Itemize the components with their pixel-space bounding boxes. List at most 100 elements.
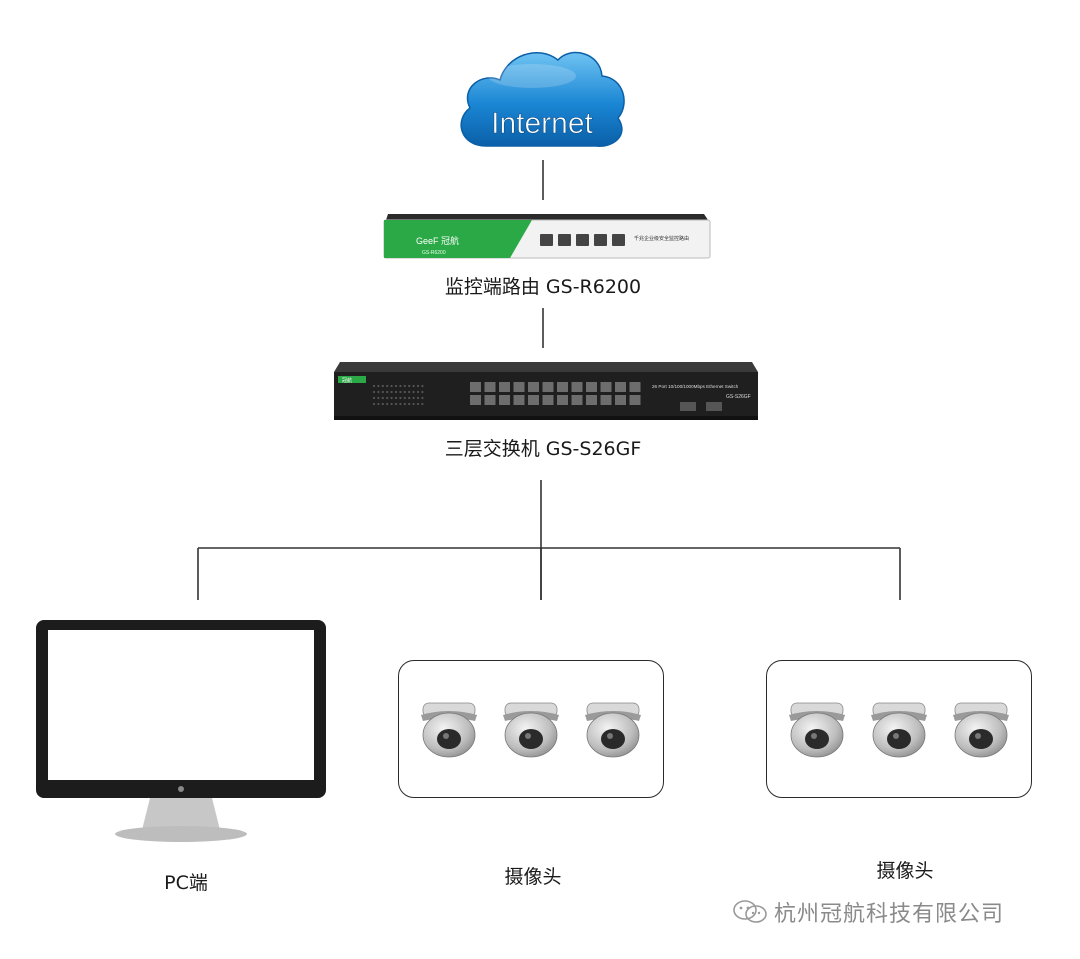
switch-led bbox=[394, 396, 398, 400]
camera-group-1-label: 摄像头 bbox=[504, 866, 562, 888]
switch-led bbox=[412, 384, 415, 388]
switch-led bbox=[390, 396, 393, 400]
switch-port bbox=[513, 395, 525, 405]
internet-cloud: Internet bbox=[460, 51, 625, 147]
sfp-port-2 bbox=[706, 402, 722, 411]
switch-brand: 冠航 bbox=[342, 377, 352, 384]
switch-led bbox=[421, 384, 424, 388]
switch-led bbox=[416, 396, 420, 400]
camera-group-2 bbox=[766, 660, 1032, 798]
switch-led bbox=[390, 402, 393, 406]
switch-led bbox=[372, 396, 376, 400]
watermark-text: 杭州冠航科技有限公司 bbox=[774, 902, 1005, 927]
router-front-text: 千兆企业级安全监控路由 bbox=[634, 235, 689, 242]
switch-port bbox=[513, 382, 525, 392]
switch-led bbox=[412, 402, 415, 406]
switch-led bbox=[394, 402, 398, 406]
switch-led bbox=[399, 396, 402, 400]
dome-camera-icon bbox=[870, 702, 928, 758]
switch-ports bbox=[470, 382, 641, 405]
switch-desc: 26 Port 10/100/1000Mbps Ethernet Switch bbox=[652, 384, 739, 389]
switch-led bbox=[381, 402, 384, 406]
switch-led bbox=[403, 384, 406, 388]
switch-port bbox=[528, 382, 539, 392]
switch-led bbox=[390, 390, 393, 394]
sfp-port-1 bbox=[680, 402, 696, 411]
watermark: 杭州冠航科技有限公司 bbox=[732, 896, 1004, 928]
switch-led bbox=[372, 384, 376, 388]
switch-led bbox=[416, 402, 420, 406]
switch-port bbox=[615, 382, 626, 392]
switch-port bbox=[470, 382, 481, 392]
switch-led bbox=[377, 396, 380, 400]
switch-led bbox=[421, 402, 424, 406]
switch-led bbox=[381, 396, 384, 400]
switch-port bbox=[484, 395, 496, 405]
switch-led bbox=[399, 384, 402, 388]
switch-port bbox=[586, 395, 597, 405]
dome-camera-icon bbox=[502, 702, 560, 758]
switch-port bbox=[629, 395, 641, 405]
switch-port bbox=[571, 395, 583, 405]
switch-led-panel bbox=[372, 384, 424, 406]
switch-port bbox=[499, 395, 510, 405]
dome-camera-icon bbox=[584, 702, 642, 758]
switch-led bbox=[399, 390, 402, 394]
switch-led bbox=[372, 402, 376, 406]
monitor-stand bbox=[142, 798, 220, 830]
camera-group-1 bbox=[398, 660, 664, 798]
switch-model-tag: GS-S26GF bbox=[726, 394, 751, 400]
switch-port bbox=[629, 382, 641, 392]
dome-camera-icon bbox=[952, 702, 1010, 758]
switch-led bbox=[421, 396, 424, 400]
apple-logo-icon bbox=[178, 786, 184, 792]
router-green-panel bbox=[384, 220, 532, 258]
switch-led bbox=[394, 384, 398, 388]
switch-led bbox=[390, 384, 393, 388]
switch-port bbox=[571, 382, 583, 392]
wechat-icon bbox=[733, 900, 767, 923]
switch-port bbox=[600, 395, 612, 405]
monitor-screen bbox=[48, 630, 314, 780]
dome-camera-icon bbox=[420, 702, 478, 758]
switch-led bbox=[412, 390, 415, 394]
router-device: GeeF 冠航 GS-R6200 千兆企业级安全监控路由 bbox=[383, 214, 711, 259]
switch-led bbox=[403, 390, 406, 394]
router-model-tag: GS-R6200 bbox=[422, 250, 446, 256]
switch-led bbox=[408, 390, 411, 394]
switch-port bbox=[470, 395, 481, 405]
switch-port bbox=[542, 382, 554, 392]
switch-led bbox=[403, 396, 406, 400]
switch-led bbox=[386, 396, 389, 400]
switch-led bbox=[416, 384, 420, 388]
pc-label: PC端 bbox=[164, 872, 208, 894]
router-ports bbox=[540, 234, 625, 246]
switch-led bbox=[394, 390, 398, 394]
switch-port bbox=[557, 395, 568, 405]
switch-led bbox=[412, 396, 415, 400]
switch-port bbox=[600, 382, 612, 392]
pc-monitor bbox=[36, 620, 326, 842]
switch-led bbox=[372, 390, 376, 394]
switch-port bbox=[615, 395, 626, 405]
switch-led bbox=[381, 384, 384, 388]
switch-port bbox=[557, 382, 568, 392]
switch-port bbox=[586, 382, 597, 392]
dome-camera-icon bbox=[788, 702, 846, 758]
switch-led bbox=[408, 384, 411, 388]
switch-device: 冠航 26 Port 10/100/1000Mbps Ethernet Swit… bbox=[334, 362, 758, 420]
cloud-label: Internet bbox=[491, 107, 593, 140]
router-brand: GeeF 冠航 bbox=[416, 235, 459, 246]
switch-port bbox=[484, 382, 496, 392]
switch-led bbox=[408, 396, 411, 400]
switch-port bbox=[528, 395, 539, 405]
cloud-shape bbox=[460, 51, 625, 147]
switch-led bbox=[377, 384, 380, 388]
switch-led bbox=[381, 390, 384, 394]
switch-green-badge bbox=[338, 376, 366, 383]
switch-led bbox=[386, 384, 389, 388]
switch-led bbox=[386, 390, 389, 394]
camera-group-2-label: 摄像头 bbox=[876, 860, 934, 882]
switch-led bbox=[377, 402, 380, 406]
